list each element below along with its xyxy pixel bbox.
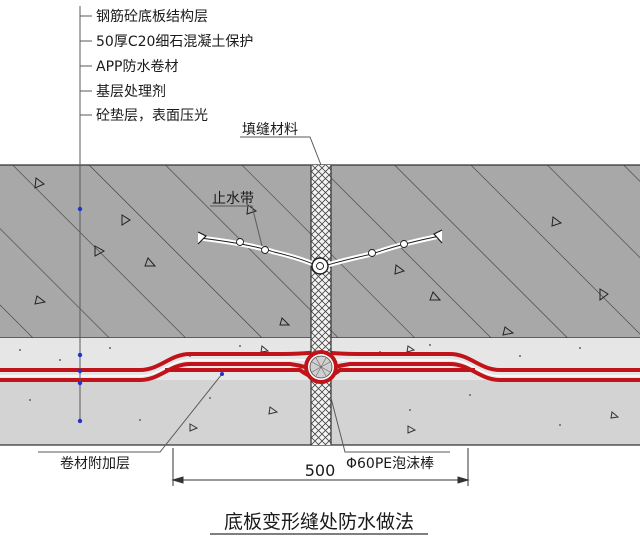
dimension-line <box>171 448 470 486</box>
label-structural-slab: 钢筋砼底板结构层 <box>96 8 208 25</box>
label-app-membrane: APP防水卷材 <box>96 59 178 75</box>
waterstop <box>197 229 443 275</box>
pe-foam-rod <box>304 350 338 384</box>
label-foam-rod: Φ60PE泡沫棒 <box>346 456 434 472</box>
leader-dots <box>77 206 224 424</box>
diagram-title: 底板变形缝处防水做法 <box>224 511 414 533</box>
leader-lines <box>38 6 450 453</box>
dimension-value: 500 <box>305 461 336 480</box>
label-waterstop: 止水带 <box>212 191 254 207</box>
label-joint-filler: 填缝材料 <box>242 122 298 138</box>
label-extra-membrane: 卷材附加层 <box>60 456 130 472</box>
label-base-layer: 砼垫层，表面压光 <box>96 108 208 124</box>
joint-filler <box>310 165 332 445</box>
label-protective-screed: 50厚C20细石混凝土保护 <box>96 34 253 50</box>
label-primer: 基层处理剂 <box>96 83 166 100</box>
